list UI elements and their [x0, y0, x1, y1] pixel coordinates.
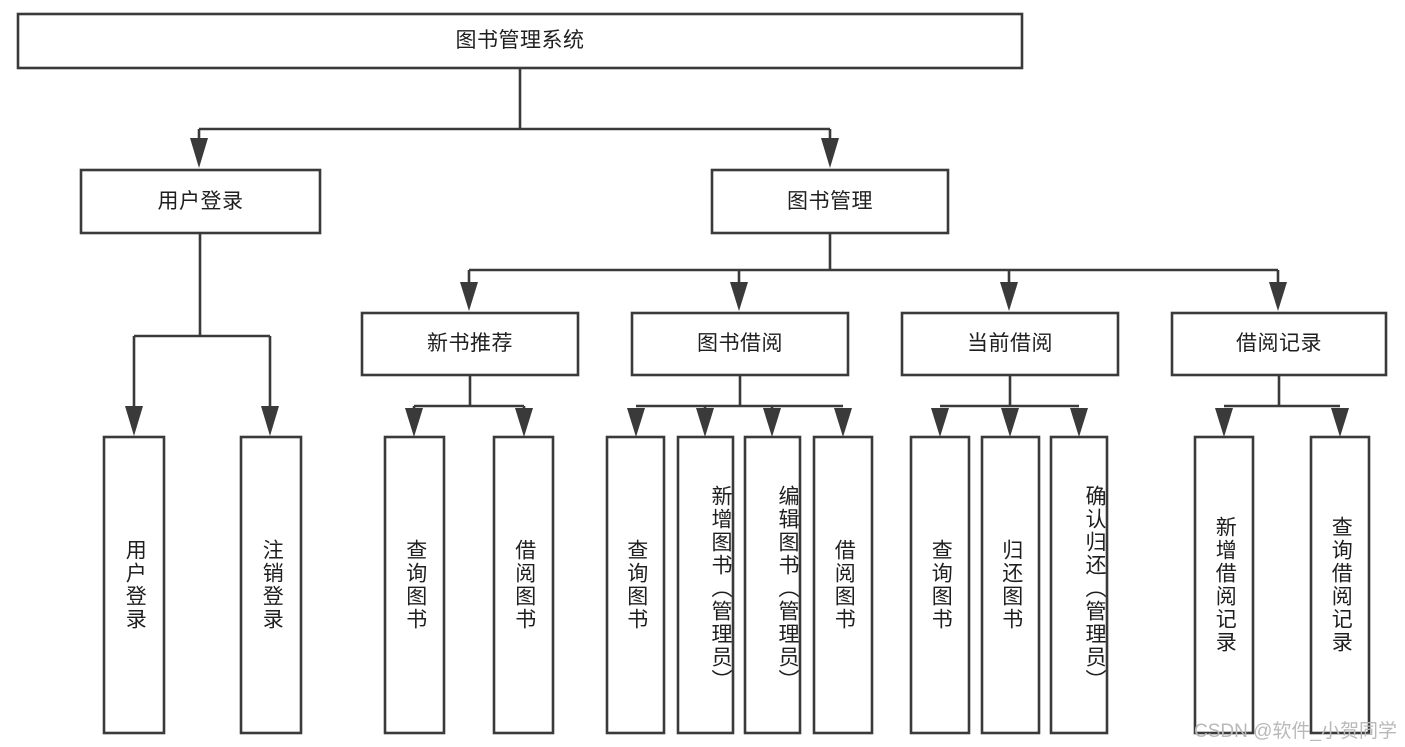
arrow-head-leaf-confirm-return — [1070, 408, 1088, 437]
arrow-head-leaf-query-book-2 — [627, 408, 645, 437]
arrow-head-leaf-user-login — [125, 406, 143, 436]
node-box-leaf-query-book-3[interactable] — [909, 435, 971, 735]
node-box-borrow-record[interactable] — [1170, 311, 1388, 377]
node-box-leaf-add-book[interactable] — [676, 435, 735, 735]
node-box-leaf-edit-book[interactable] — [743, 435, 802, 735]
node-box-leaf-return-book[interactable] — [980, 435, 1041, 735]
node-box-leaf-logout-login[interactable] — [239, 435, 303, 735]
arrow-head-leaf-logout-login — [261, 406, 279, 436]
arrow-head-leaf-add-book — [696, 408, 714, 437]
arrow-head-leaf-query-record — [1331, 408, 1349, 437]
arrow-head-new-book-recommend — [460, 282, 478, 311]
arrow-head-leaf-borrow-book-1 — [515, 408, 533, 437]
node-box-leaf-query-book-1[interactable] — [383, 435, 446, 735]
node-box-current-borrow[interactable] — [900, 311, 1120, 377]
arrow-head-book-borrow — [730, 282, 748, 311]
node-box-leaf-borrow-book-2[interactable] — [812, 435, 874, 735]
arrow-head-book-management — [821, 138, 839, 168]
node-box-book-borrow[interactable] — [630, 311, 850, 377]
arrow-head-leaf-add-record — [1215, 408, 1233, 437]
node-box-leaf-user-login[interactable] — [102, 435, 166, 735]
node-box-new-book-recommend[interactable] — [360, 311, 580, 377]
node-box-leaf-add-record[interactable] — [1193, 435, 1255, 735]
arrow-head-leaf-borrow-book-2 — [834, 408, 852, 437]
arrow-head-leaf-edit-book — [763, 408, 781, 437]
node-box-root[interactable] — [16, 12, 1024, 70]
arrow-head-borrow-record — [1269, 282, 1287, 311]
node-box-leaf-borrow-book-1[interactable] — [492, 435, 555, 735]
arrow-head-leaf-query-book-3 — [931, 408, 949, 437]
node-box-leaf-confirm-return[interactable] — [1049, 435, 1109, 735]
arrow-head-leaf-return-book — [1001, 408, 1019, 437]
node-box-leaf-query-book-2[interactable] — [605, 435, 666, 735]
arrow-head-current-borrow — [1000, 282, 1018, 311]
node-box-leaf-query-record[interactable] — [1309, 435, 1371, 735]
arrow-head-user-login — [190, 138, 208, 168]
node-box-user-login[interactable] — [79, 168, 322, 235]
node-box-book-management[interactable] — [710, 168, 950, 235]
arrow-head-leaf-query-book-1 — [405, 408, 423, 437]
